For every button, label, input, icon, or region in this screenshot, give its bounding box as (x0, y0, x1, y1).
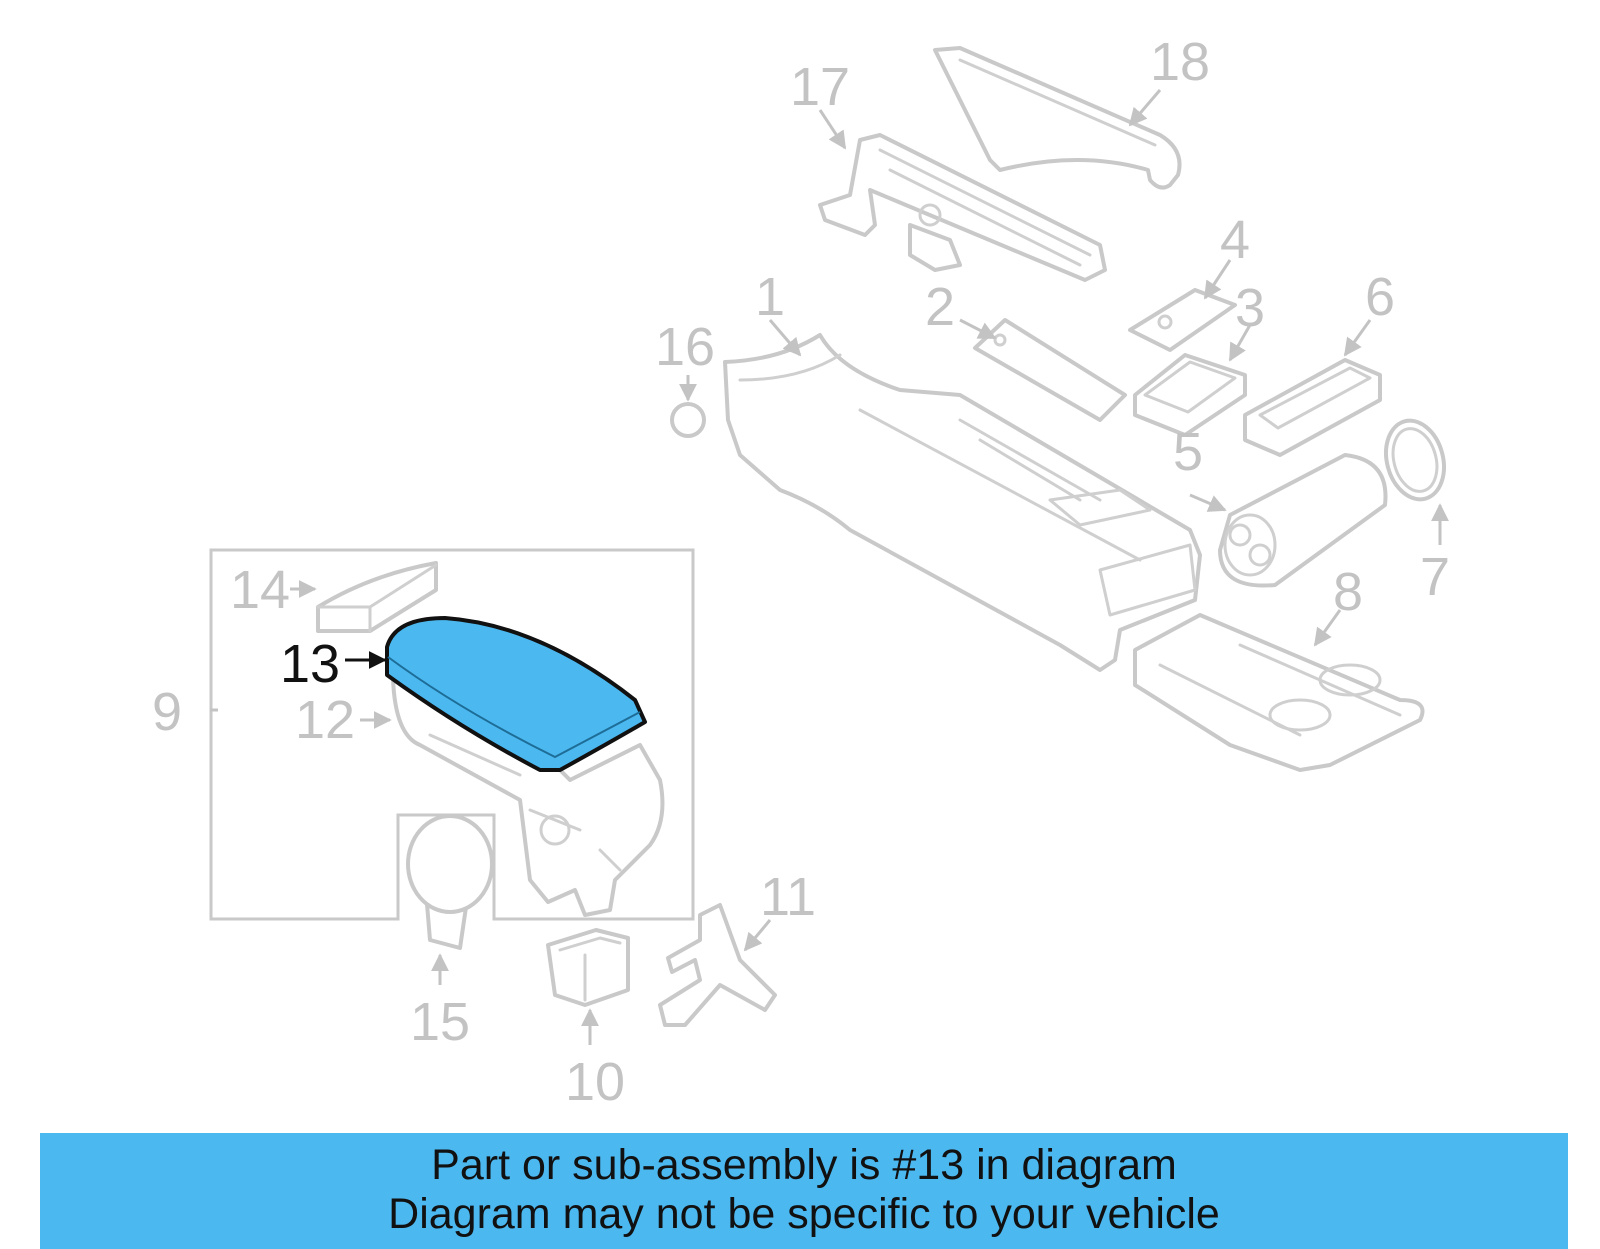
info-banner: Part or sub-assembly is #13 in diagram D… (40, 1133, 1568, 1249)
part-12-shape[interactable] (391, 676, 665, 917)
part-6-shape[interactable] (1243, 358, 1382, 457)
part-2-shape[interactable] (973, 318, 1127, 422)
callout-9[interactable]: 9 (152, 682, 182, 742)
callout-2[interactable]: 2 (925, 277, 955, 337)
callout-1[interactable]: 1 (755, 267, 785, 327)
callout-14[interactable]: 14 (230, 560, 290, 620)
callout-6[interactable]: 6 (1365, 267, 1395, 327)
callout-10[interactable]: 10 (565, 1052, 625, 1112)
callout-13[interactable]: 13 (280, 634, 340, 694)
banner-line-1: Part or sub-assembly is #13 in diagram (431, 1141, 1177, 1189)
part-17-shape[interactable] (818, 133, 1107, 282)
part-15-shape[interactable] (406, 814, 494, 950)
part-4-shape[interactable] (1128, 288, 1237, 352)
callout-11[interactable]: 11 (760, 867, 816, 927)
callout-12[interactable]: 12 (295, 690, 355, 750)
part-11-shape[interactable] (658, 903, 777, 1027)
part-5-shape[interactable] (1218, 453, 1388, 588)
part-16-shape[interactable] (670, 402, 706, 438)
part-10-shape[interactable] (546, 928, 630, 1007)
callout-labels: 1 2 3 4 5 6 7 8 9 10 11 12 13 14 15 16 1… (152, 32, 1450, 1112)
leader-lines (210, 89, 1449, 1045)
callout-3[interactable]: 3 (1235, 278, 1265, 338)
callout-15[interactable]: 15 (410, 992, 470, 1052)
callout-18[interactable]: 18 (1150, 32, 1210, 92)
callout-17[interactable]: 17 (790, 57, 850, 117)
banner-line-2: Diagram may not be specific to your vehi… (388, 1190, 1220, 1238)
callout-7[interactable]: 7 (1420, 547, 1450, 607)
part-1-shape[interactable] (723, 333, 1202, 672)
part-9-frame (209, 548, 695, 921)
callout-16[interactable]: 16 (655, 317, 715, 377)
part-14-shape[interactable] (316, 561, 438, 633)
callout-5[interactable]: 5 (1173, 422, 1203, 482)
callout-4[interactable]: 4 (1220, 210, 1250, 270)
part-7-shape[interactable] (1378, 414, 1453, 506)
part-18-shape[interactable] (933, 46, 1182, 190)
part-3-shape[interactable] (1133, 353, 1247, 437)
part-13-shape[interactable] (385, 616, 647, 772)
part-8-shape[interactable] (1133, 613, 1425, 772)
callout-8[interactable]: 8 (1333, 562, 1363, 622)
